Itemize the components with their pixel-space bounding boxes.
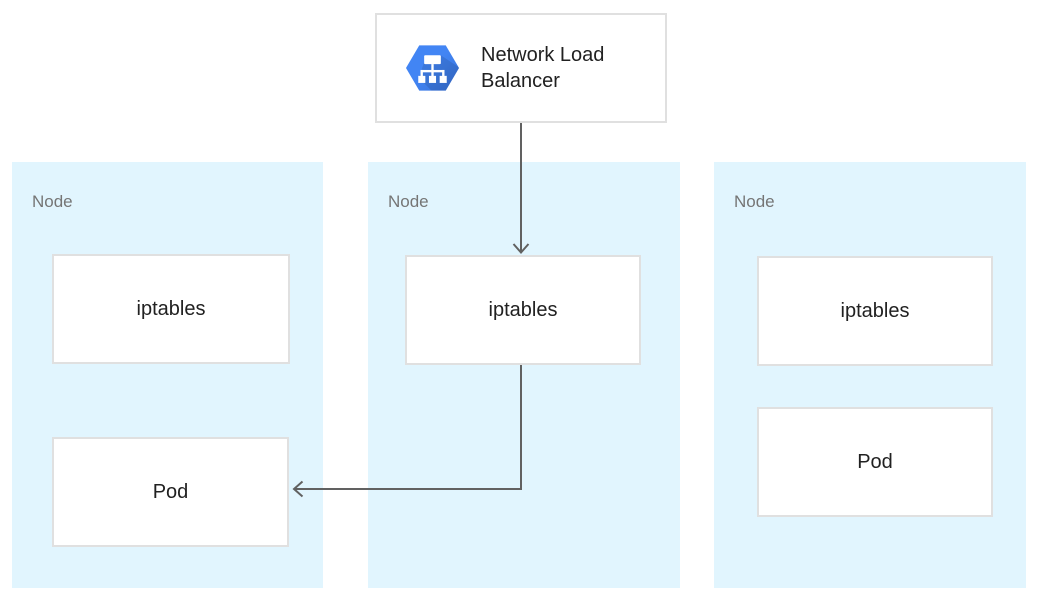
node-label: Node (32, 192, 73, 211)
node-label: Node (388, 192, 429, 211)
network-load-balancer-icon (405, 45, 460, 91)
node-left: Node iptables Pod (12, 162, 323, 588)
iptables-box: iptables (52, 254, 290, 364)
node-label: Node (734, 192, 775, 211)
load-balancer-label: Network Load Balancer (481, 44, 605, 92)
pod-box: Pod (757, 407, 993, 517)
iptables-box: iptables (757, 256, 993, 366)
node-middle: Node iptables (368, 162, 680, 588)
network-load-balancer-box: Network Load Balancer (375, 13, 667, 123)
node-right: Node iptables Pod (714, 162, 1026, 588)
iptables-box: iptables (405, 255, 641, 365)
pod-box: Pod (52, 437, 289, 547)
